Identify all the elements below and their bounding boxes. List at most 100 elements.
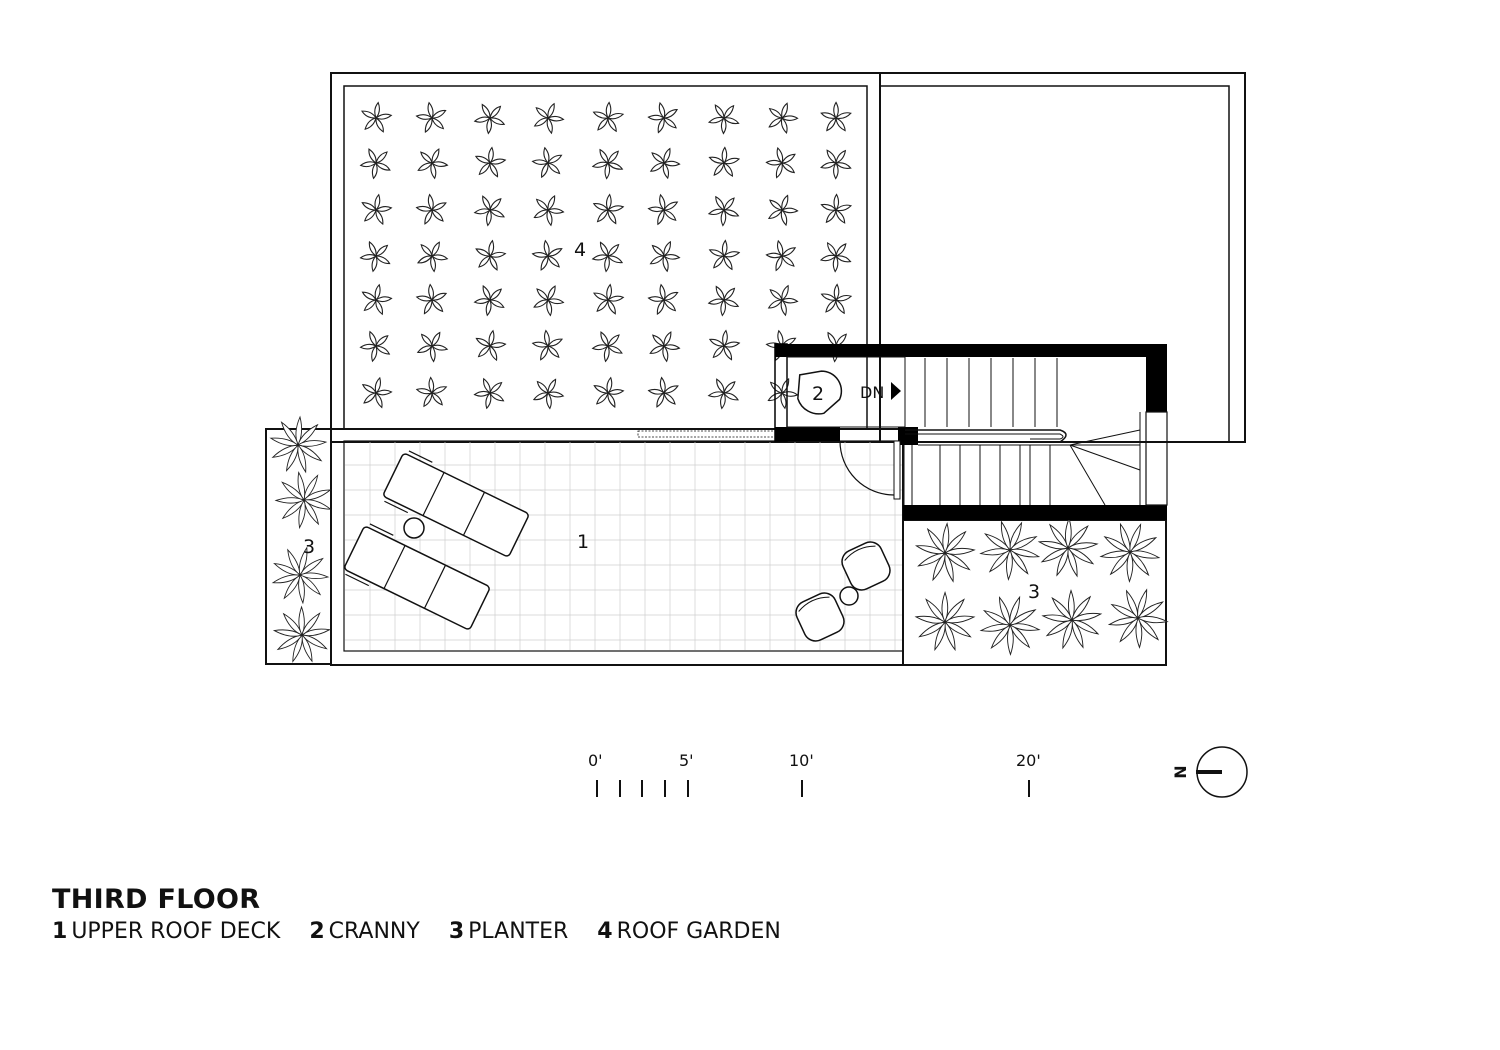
plant-icon	[416, 331, 449, 363]
plant-icon	[474, 146, 507, 178]
plant-icon	[359, 330, 391, 363]
planter-plant-icon	[274, 471, 332, 530]
planter-plant-icon	[979, 595, 1041, 656]
stair-treads	[904, 358, 1058, 505]
plant-icon	[707, 285, 740, 317]
cranny-stool	[797, 370, 843, 415]
planter-plant-icon	[979, 520, 1041, 581]
planter-plant-icon	[1107, 588, 1169, 649]
north-label: N	[1171, 765, 1190, 778]
door	[839, 440, 913, 505]
plant-icon	[361, 376, 393, 409]
plant-icon	[531, 329, 563, 361]
threshold	[637, 430, 777, 438]
page-title: THIRD FLOOR	[52, 884, 261, 915]
scale-bar	[596, 780, 1030, 797]
bistro-chair-left	[795, 592, 845, 642]
stair-landing	[918, 429, 1141, 506]
roof-outline	[330, 72, 1246, 443]
left-planter-number: 3	[303, 536, 315, 558]
scale-label-20: 20'	[1016, 751, 1041, 770]
plant-icon	[592, 101, 625, 133]
plant-icon	[359, 148, 391, 180]
plant-icon	[593, 376, 625, 408]
plant-icon	[473, 103, 506, 135]
plant-icon	[417, 241, 449, 273]
plant-icon	[708, 146, 741, 178]
lounge-chair-bottom	[344, 523, 490, 630]
right-planter-number: 3	[1028, 581, 1040, 603]
plant-icon	[591, 331, 623, 363]
plant-icon	[361, 193, 393, 225]
stair-down-label: DN	[860, 383, 884, 402]
planter-plant-icon	[272, 605, 331, 663]
plant-icon	[415, 283, 448, 315]
bistro-chair-right	[841, 541, 891, 591]
plant-icon	[473, 377, 505, 410]
side-table	[403, 517, 425, 539]
plant-icon	[820, 101, 852, 132]
scale-label-0: 0'	[588, 751, 603, 770]
plant-icon	[767, 284, 799, 317]
stair-core	[774, 343, 1168, 520]
plant-icon	[593, 283, 625, 315]
plant-icon	[768, 102, 799, 134]
plant-icon	[531, 239, 563, 271]
plant-icon	[533, 285, 565, 317]
plant-icon	[533, 194, 565, 227]
plant-icon	[765, 239, 797, 272]
north-arrow-icon	[1196, 746, 1248, 798]
plant-icon	[707, 104, 740, 135]
plant-icon	[475, 329, 507, 362]
left-planter-plants	[269, 415, 332, 663]
plant-icon	[361, 101, 393, 133]
plant-icon	[647, 283, 679, 316]
planter-plant-icon	[914, 591, 976, 652]
planter-plant-icon	[269, 415, 328, 474]
plant-icon	[532, 378, 565, 410]
plant-icon	[819, 241, 852, 273]
plant-icon	[475, 239, 507, 271]
stair-direction-icon	[891, 382, 901, 400]
plant-icon	[647, 376, 679, 408]
plant-icon	[417, 148, 449, 180]
plant-icon	[533, 102, 565, 135]
plant-icon	[820, 283, 853, 315]
plant-icon	[649, 147, 681, 180]
plant-icon	[707, 378, 739, 410]
garden-number: 4	[574, 239, 586, 261]
plant-icon	[767, 377, 799, 410]
plant-icon	[531, 146, 563, 179]
right-planter-plants	[914, 517, 1169, 656]
handrail	[905, 429, 1067, 443]
plant-icon	[361, 283, 393, 316]
plant-icon	[820, 193, 853, 224]
planter-plant-icon	[1099, 522, 1161, 583]
plant-icon	[415, 193, 447, 225]
plant-icon	[820, 149, 852, 180]
plant-icon	[415, 101, 447, 134]
plant-icon	[415, 376, 448, 408]
plant-icon	[359, 240, 391, 273]
plant-icon	[649, 331, 681, 363]
plant-icon	[647, 193, 679, 226]
planter-plant-icon	[1041, 589, 1103, 650]
plant-icon	[591, 241, 624, 273]
lounge-chair-top	[383, 450, 529, 557]
plant-icon	[473, 195, 505, 227]
plant-icon	[592, 193, 625, 225]
lower-roof-inner	[879, 85, 1230, 443]
plant-icon	[707, 195, 740, 227]
cranny-number: 2	[812, 383, 824, 405]
plant-icon	[649, 240, 681, 273]
planter-plant-icon	[914, 522, 976, 583]
planter-plant-icon	[271, 546, 330, 605]
plant-icon	[708, 329, 741, 361]
